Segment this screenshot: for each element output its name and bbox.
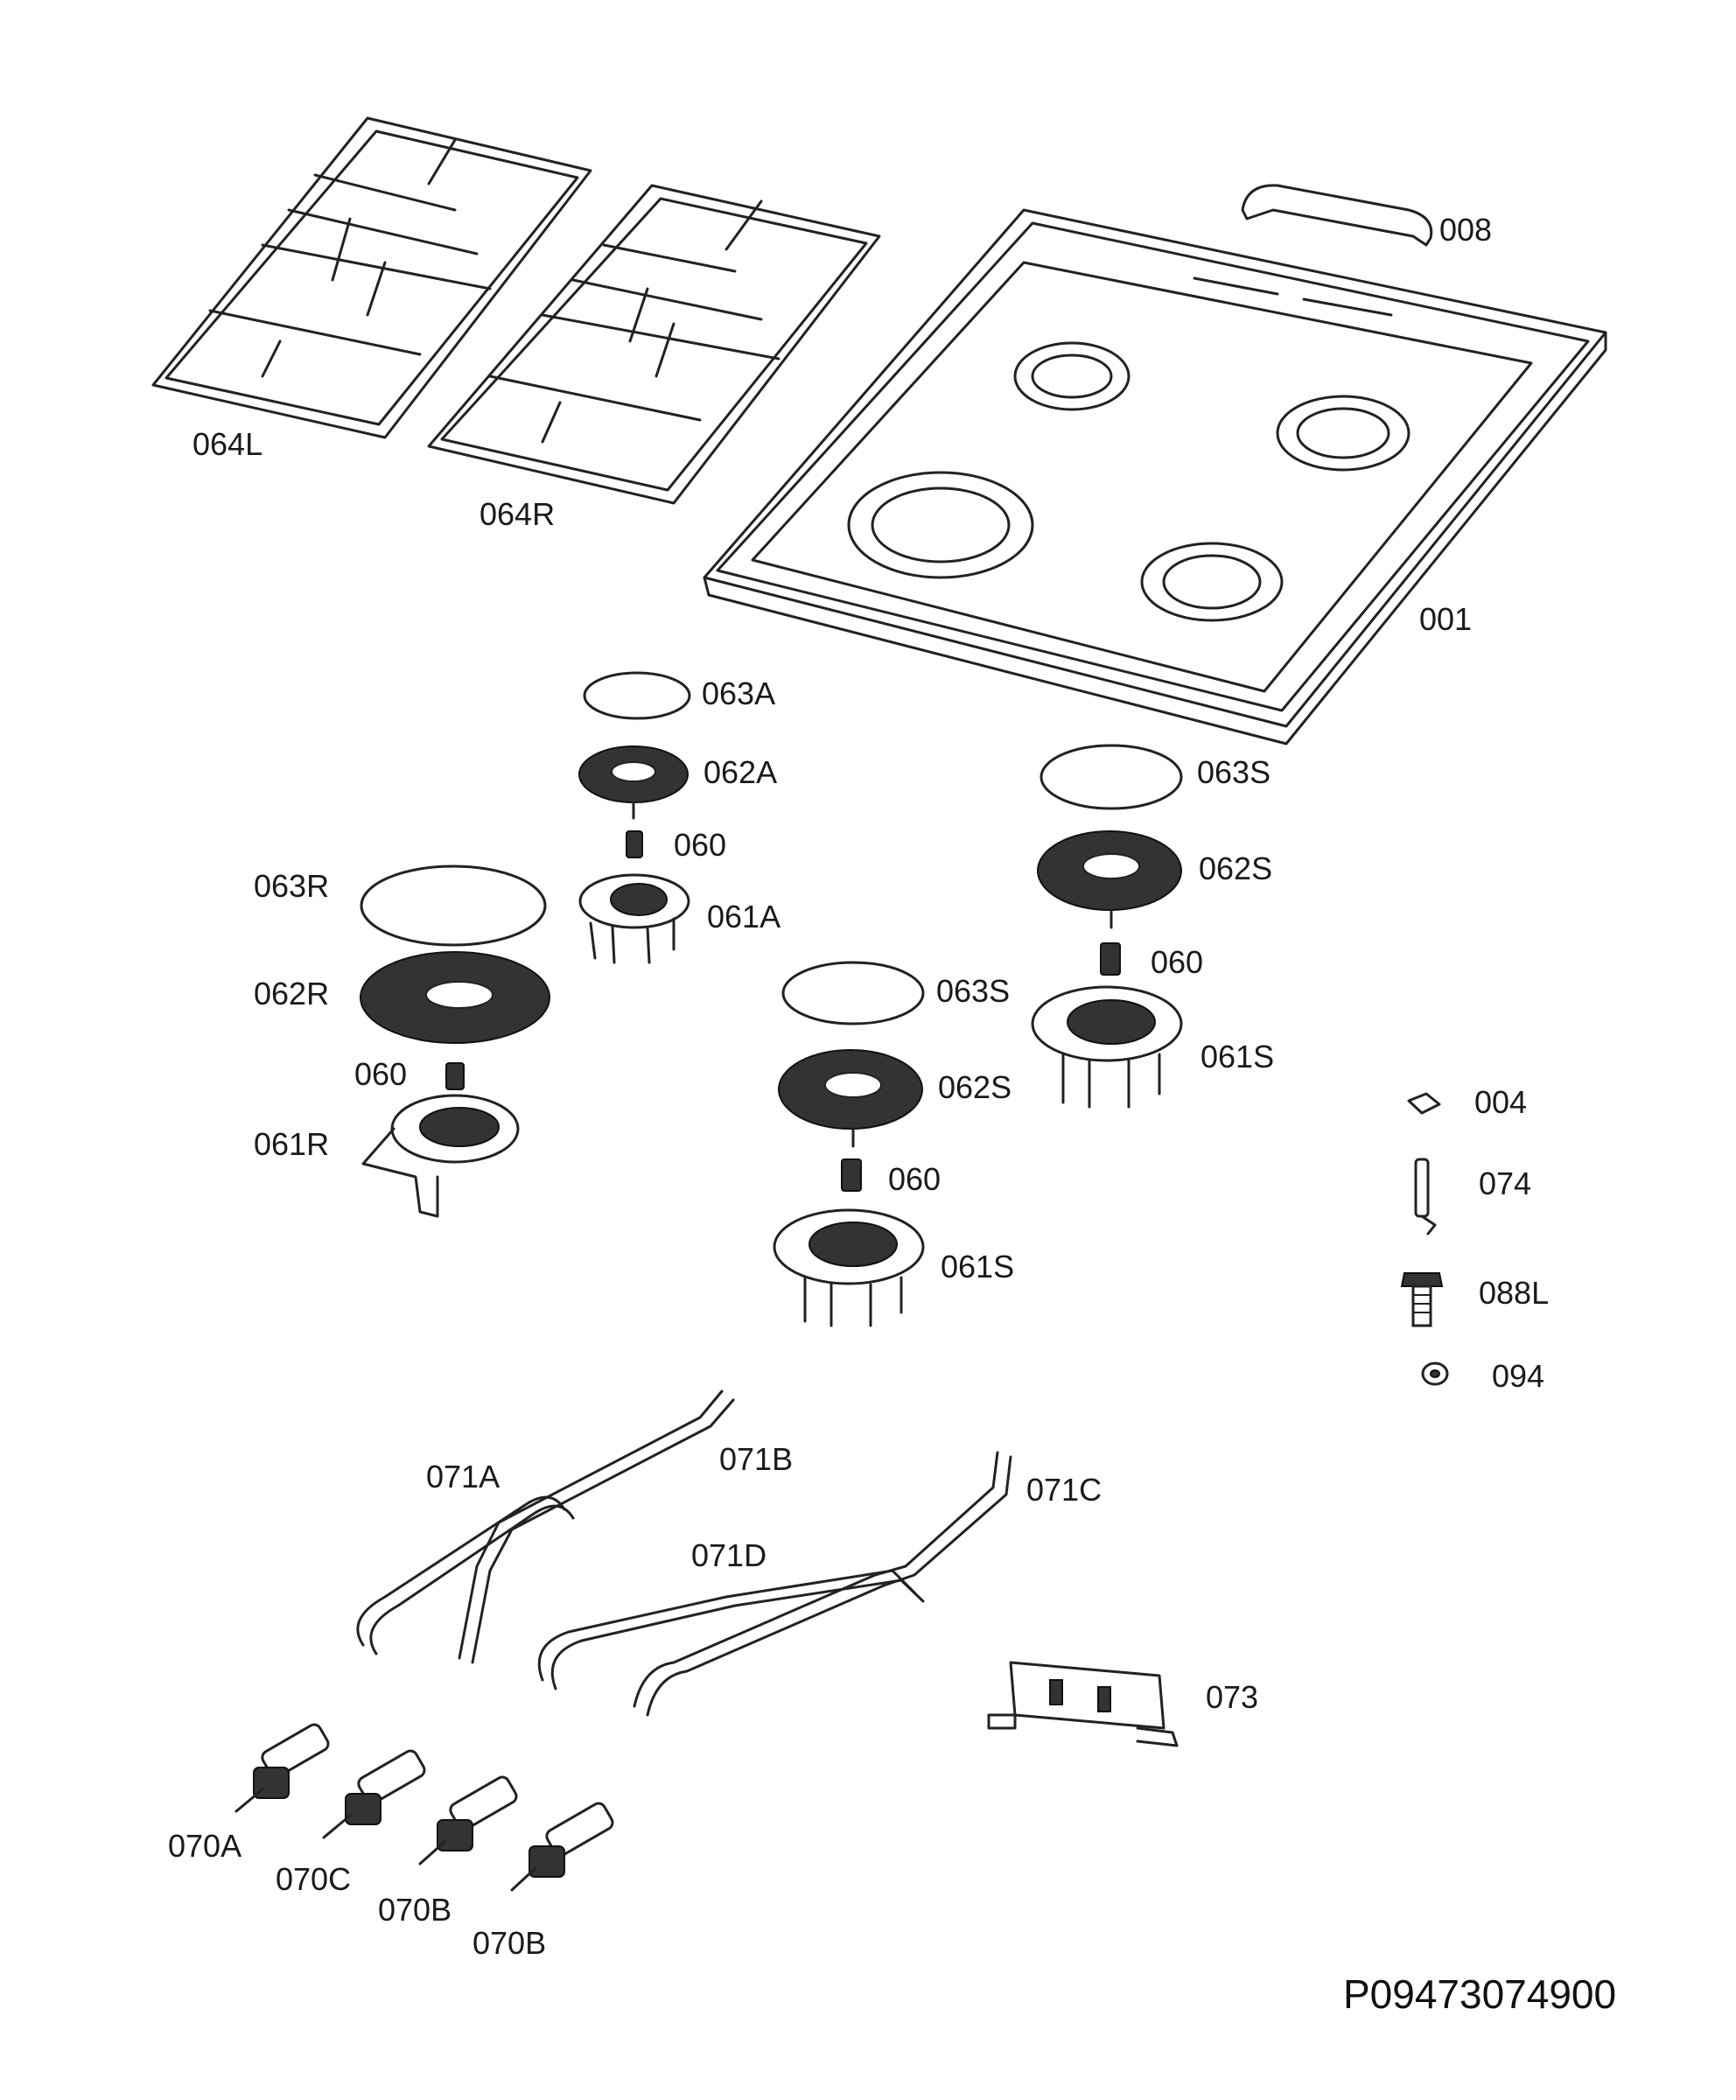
bracket-073	[987, 1661, 1179, 1747]
burner-head-062S-mid	[778, 1049, 923, 1148]
gas-pipe-071B	[458, 1390, 735, 1664]
injector-060-mid	[841, 1158, 862, 1192]
label-070B-2: 070B	[472, 1925, 546, 1961]
label-071B: 071B	[719, 1441, 793, 1477]
label-073: 073	[1206, 1679, 1258, 1715]
label-070A: 070A	[168, 1828, 242, 1864]
burner-head-062R	[360, 951, 550, 1044]
burner-head-062A	[578, 746, 689, 820]
label-060-mid: 060	[888, 1161, 941, 1197]
injector-060-a	[626, 830, 643, 858]
trim-008	[1241, 184, 1433, 247]
injector-060-r	[445, 1062, 465, 1090]
label-062R: 062R	[254, 976, 329, 1012]
label-064R: 064R	[480, 496, 555, 532]
gas-valve-070B-1	[418, 1775, 518, 1866]
hob-top-001	[703, 208, 1607, 746]
label-094: 094	[1492, 1358, 1544, 1394]
label-061R: 061R	[254, 1126, 329, 1162]
burner-cap-063A	[583, 671, 691, 720]
label-062S-mid: 062S	[938, 1069, 1012, 1105]
label-074: 074	[1479, 1166, 1531, 1201]
gas-pipe-071A	[356, 1495, 575, 1656]
gas-valve-070C	[322, 1749, 426, 1839]
label-063S-mid: 063S	[936, 973, 1010, 1009]
label-060-r: 060	[354, 1056, 407, 1092]
label-061A: 061A	[707, 899, 780, 934]
label-062S-right: 062S	[1199, 850, 1272, 886]
label-070B-1: 070B	[378, 1892, 452, 1928]
fitting-088L	[1400, 1272, 1444, 1327]
label-063S-right: 063S	[1197, 754, 1270, 790]
gas-valve-070B-2	[510, 1802, 614, 1892]
burner-cap-063S-right	[1040, 744, 1183, 810]
gas-pipe-071C	[633, 1451, 1012, 1717]
label-063R: 063R	[254, 868, 329, 904]
burner-base-061S-mid	[773, 1208, 925, 1327]
burner-base-061S-right	[1031, 985, 1183, 1109]
burner-base-061R	[361, 1094, 520, 1218]
label-064L: 064L	[192, 426, 262, 462]
label-001: 001	[1419, 601, 1472, 637]
label-063A: 063A	[702, 676, 775, 711]
document-code: P09473074900	[1343, 1971, 1616, 2017]
pan-support-064L	[151, 116, 592, 439]
label-071A: 071A	[426, 1459, 500, 1494]
gas-pipe-071D	[537, 1569, 925, 1690]
label-061S-mid: 061S	[941, 1249, 1014, 1284]
burner-head-062S-right	[1037, 830, 1182, 929]
label-062A: 062A	[704, 754, 777, 790]
burner-cap-063S-mid	[781, 961, 925, 1026]
burner-base-061A	[578, 873, 690, 964]
label-088L: 088L	[1479, 1275, 1549, 1311]
label-008: 008	[1439, 212, 1492, 248]
label-070C: 070C	[276, 1861, 351, 1897]
label-071C: 071C	[1026, 1472, 1102, 1508]
label-004: 004	[1474, 1084, 1527, 1120]
washer-094	[1421, 1362, 1449, 1386]
gas-valve-070A	[234, 1723, 330, 1813]
clip-004	[1407, 1092, 1441, 1115]
label-071D: 071D	[691, 1537, 766, 1573]
label-060-right: 060	[1151, 944, 1203, 980]
pan-support-064R	[427, 184, 881, 505]
injector-060-right	[1100, 942, 1121, 976]
spark-plug-074	[1414, 1158, 1437, 1236]
burner-cap-063R	[360, 864, 547, 947]
label-060-a: 060	[674, 827, 726, 863]
label-061S-right: 061S	[1200, 1039, 1274, 1074]
